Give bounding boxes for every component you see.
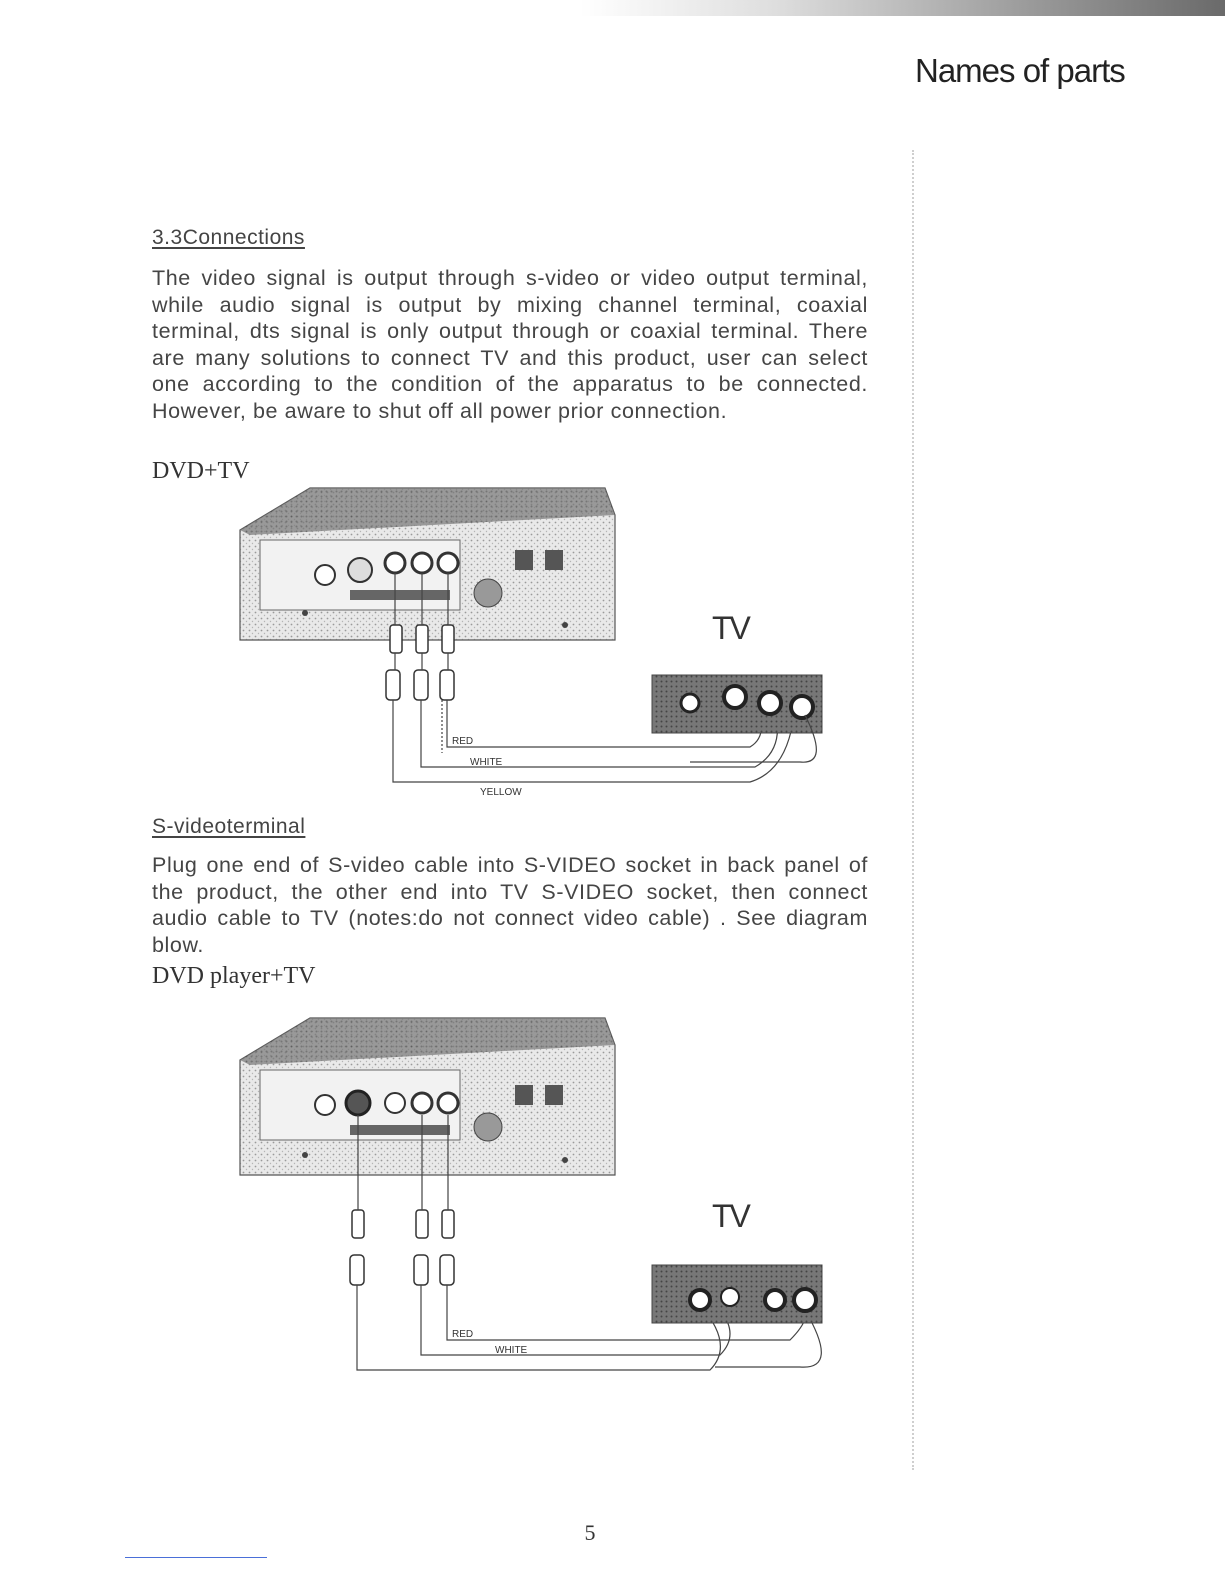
page-header-title: Names of parts [915, 52, 1126, 89]
cable-label-yellow: YELLOW [480, 787, 522, 798]
plugs-2 [349, 1209, 455, 1286]
dvd-player-tv-connection-diagram: RED WHITE [239, 1017, 823, 1371]
diagram-label-dvd-tv: DVD+TV [152, 458, 250, 484]
top-edge-shading [580, 0, 1225, 16]
tv-label-2: TV [712, 1198, 751, 1234]
page-number: 5 [584, 1520, 596, 1545]
rca-plugs [385, 624, 455, 701]
dvd-player-illustration [239, 487, 616, 641]
connections-paragraph: The video signal is output through s-vid… [152, 266, 868, 423]
diagram-label-dvd-player-tv: DVD player+TV [152, 963, 316, 989]
margin-dotted-rule [912, 150, 914, 1470]
footnote-rule [125, 1557, 267, 1558]
svideo-paragraph: Plug one end of S-video cable into S-VID… [152, 853, 868, 957]
cable-label-white-2: WHITE [495, 1345, 528, 1356]
cable-label-white: WHITE [470, 757, 503, 768]
tv-panel-illustration-2 [651, 1264, 823, 1324]
tv-panel-illustration [651, 674, 823, 734]
cable-label-red-2: RED [452, 1329, 473, 1340]
tv-label-1: TV [712, 610, 751, 646]
section-heading-connections: 3.3Connections [152, 226, 305, 249]
section-heading-svideo: S-videoterminal [152, 815, 306, 838]
dvd-tv-connection-diagram: RED WHITE YELLOW [239, 487, 823, 798]
dvd-player-illustration-2 [239, 1017, 616, 1176]
cable-label-red: RED [452, 736, 473, 747]
